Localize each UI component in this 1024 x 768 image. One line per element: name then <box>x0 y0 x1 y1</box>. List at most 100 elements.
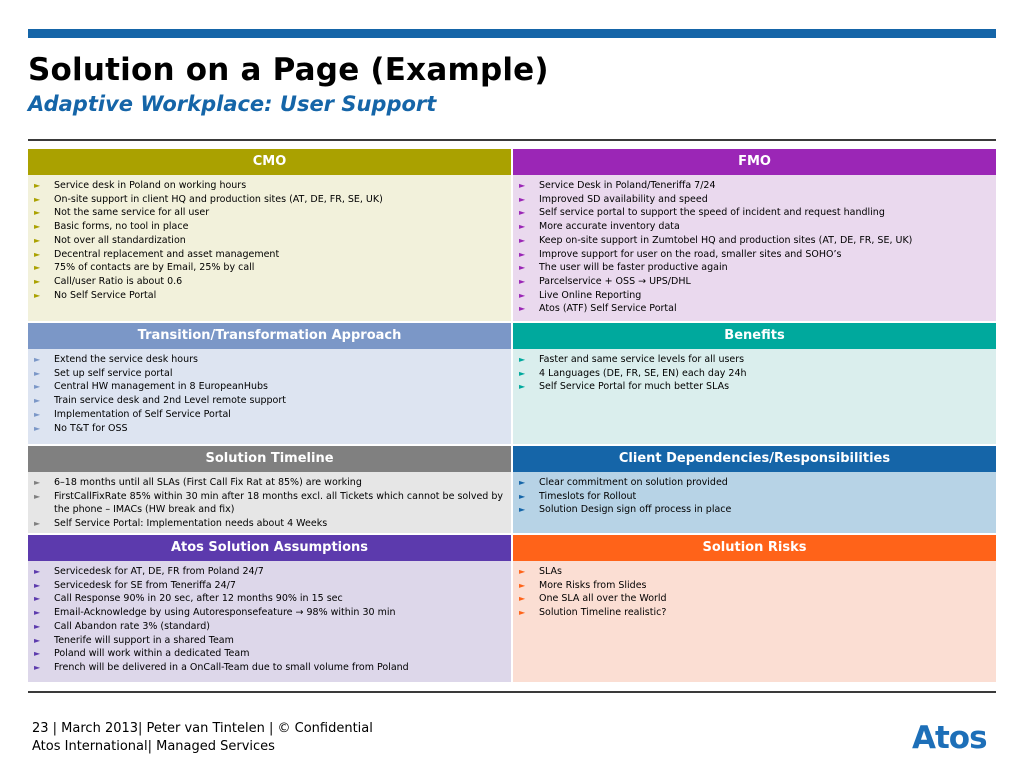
risks-header: Solution Risks <box>513 535 996 561</box>
bullet-arrow-icon: ► <box>34 249 41 259</box>
list-item-text: Tenerife will support in a shared Team <box>54 634 234 646</box>
bullet-arrow-icon: ► <box>34 208 41 218</box>
bullet-arrow-icon: ► <box>34 478 41 487</box>
list-item: ►Implementation of Self Service Portal <box>34 408 511 422</box>
grid-row-cmo-fmo: CMO ►Service desk in Poland on working h… <box>28 149 996 321</box>
bullet-arrow-icon: ► <box>519 355 526 364</box>
list-item-text: Self service portal to support the speed… <box>539 207 885 219</box>
bullet-arrow-icon: ► <box>519 194 526 204</box>
bullet-arrow-icon: ► <box>519 478 526 487</box>
list-item: ► Live Online Reporting <box>519 289 996 303</box>
solution-grid: CMO ►Service desk in Poland on working h… <box>28 149 996 682</box>
timeline-header: Solution Timeline <box>28 446 511 472</box>
bullet-arrow-icon: ► <box>519 181 526 190</box>
bullet-arrow-icon: ► <box>519 222 526 232</box>
bullet-arrow-icon: ► <box>34 355 41 364</box>
bullet-arrow-icon: ► <box>34 290 41 300</box>
benefits-list: ►Faster and same service levels for all … <box>519 353 996 394</box>
list-item-text: More Risks from Slides <box>539 579 647 591</box>
list-item: ►One SLA all over the World <box>519 592 996 606</box>
risks-body: ►SLAs►More Risks from Slides►One SLA all… <box>513 561 996 682</box>
transition-panel: Transition/Transformation Approach ►Exte… <box>28 323 511 444</box>
top-accent-bar <box>28 29 996 38</box>
list-item: ► Not over all standardization <box>34 234 511 248</box>
list-item: ► Call Response 90% in 20 sec, after 12 m… <box>34 592 511 606</box>
bullet-arrow-icon: ► <box>34 635 41 645</box>
list-item: ►Basic forms, no tool in place <box>34 220 511 234</box>
assumptions-header: Atos Solution Assumptions <box>28 535 511 561</box>
list-item-text: Solution Timeline realistic? <box>539 607 667 619</box>
list-item: ►Solution Timeline realistic? <box>519 606 996 620</box>
benefits-panel: Benefits ►Faster and same service levels… <box>513 323 996 444</box>
list-item-text: 75% of contacts are by Email, 25% by cal… <box>54 262 255 274</box>
bullet-arrow-icon: ► <box>34 235 41 245</box>
bullet-arrow-icon: ► <box>519 208 526 218</box>
list-item: ►Servicedesk for AT, DE, FR from Poland … <box>34 565 511 579</box>
list-item-text: 4 Languages (DE, FR, SE, EN) each day 24… <box>539 367 747 379</box>
bullet-arrow-icon: ► <box>34 368 41 378</box>
list-item-text: FirstCallFixRate 85% within 30 min after… <box>54 490 504 516</box>
list-item-text: Call Abandon rate 3% (standard) <box>54 620 210 632</box>
list-item-text: Email-Acknowledge by using Autoresponsef… <box>54 607 396 619</box>
list-item: ► Timeslots for Rollout <box>519 490 996 504</box>
list-item-text: Solution Design sign off process in plac… <box>539 504 732 516</box>
bullet-arrow-icon: ► <box>519 276 526 286</box>
bullet-arrow-icon: ► <box>34 608 41 618</box>
bullet-arrow-icon: ► <box>519 594 526 604</box>
list-item-text: Timeslots for Rollout <box>539 490 637 502</box>
assumptions-list: ►Servicedesk for AT, DE, FR from Poland … <box>34 565 511 675</box>
list-item: ►More accurate inventory data <box>519 220 996 234</box>
list-item: ►Extend the service desk hours <box>34 353 511 367</box>
list-item: ► No Self Service Portal <box>34 289 511 303</box>
list-item: ► 75% of contacts are by Email, 25% by ca… <box>34 261 511 275</box>
list-item: ►French will be delivered in a OnCall-Te… <box>34 661 511 675</box>
list-item-text: Not over all standardization <box>54 234 186 246</box>
list-item: ►Service desk in Poland on working hours <box>34 179 511 193</box>
bullet-arrow-icon: ► <box>519 491 526 501</box>
footer-divider <box>28 691 996 693</box>
fmo-body: ►Service Desk in Poland/Teneriffa 7/24►I… <box>513 175 996 321</box>
fmo-panel: FMO ►Service Desk in Poland/Teneriffa 7/… <box>513 149 996 321</box>
list-item: ►Set up self service portal <box>34 367 511 381</box>
bullet-arrow-icon: ► <box>519 249 526 259</box>
list-item-text: Service desk in Poland on working hours <box>54 180 247 191</box>
bullet-arrow-icon: ► <box>34 276 41 286</box>
fmo-list: ►Service Desk in Poland/Teneriffa 7/24►I… <box>519 179 996 316</box>
bullet-arrow-icon: ► <box>34 423 41 433</box>
list-item-text: Not the same service for all user <box>54 207 210 219</box>
grid-row-timeline-dependencies: Solution Timeline ►6–18 months until all… <box>28 446 996 533</box>
bullet-arrow-icon: ► <box>34 567 41 576</box>
page-subtitle: Adaptive Workplace: User Support <box>28 92 437 116</box>
bullet-arrow-icon: ► <box>34 594 41 604</box>
list-item-text: Call Response 90% in 20 sec, after 12 mo… <box>54 593 343 605</box>
bullet-arrow-icon: ► <box>519 290 526 300</box>
list-item-text: No Self Service Portal <box>54 289 157 301</box>
list-item: ►The user will be faster productive agai… <box>519 261 996 275</box>
bullet-arrow-icon: ► <box>34 409 41 419</box>
bullet-arrow-icon: ► <box>34 396 41 406</box>
list-item-text: Live Online Reporting <box>539 289 642 301</box>
bullet-arrow-icon: ► <box>34 519 41 529</box>
list-item-text: Servicedesk for SE from Teneriffa 24/7 <box>54 579 236 591</box>
list-item-text: Clear commitment on solution provided <box>539 477 728 488</box>
bullet-arrow-icon: ► <box>34 649 41 659</box>
bullet-arrow-icon: ► <box>519 304 526 314</box>
list-item-text: Basic forms, no tool in place <box>54 221 189 233</box>
bullet-arrow-icon: ► <box>519 235 526 245</box>
bullet-arrow-icon: ► <box>34 263 41 273</box>
list-item: ►Self Service Portal: Implementation nee… <box>34 517 511 531</box>
list-item: ►Decentral replacement and asset managem… <box>34 248 511 262</box>
list-item: ►Self Service Portal for much better SLA… <box>519 380 996 394</box>
bullet-arrow-icon: ► <box>519 368 526 378</box>
list-item: ►6–18 months until all SLAs (First Call … <box>34 476 511 490</box>
list-item: ►Train service desk and 2nd Level remote… <box>34 394 511 408</box>
list-item-text: Improved SD availability and speed <box>539 193 708 205</box>
list-item: ► Clear commitment on solution provided <box>519 476 996 490</box>
timeline-body: ►6–18 months until all SLAs (First Call … <box>28 472 511 533</box>
list-item: ►Servicedesk for SE from Teneriffa 24/7 <box>34 579 511 593</box>
cmo-header: CMO <box>28 149 511 175</box>
list-item-text: Keep on-site support in Zumtobel HQ and … <box>539 234 913 246</box>
list-item: ► Keep on-site support in Zumtobel HQ and… <box>519 234 996 248</box>
list-item-text: Atos (ATF) Self Service Portal <box>539 303 677 315</box>
bullet-arrow-icon: ► <box>34 382 41 392</box>
